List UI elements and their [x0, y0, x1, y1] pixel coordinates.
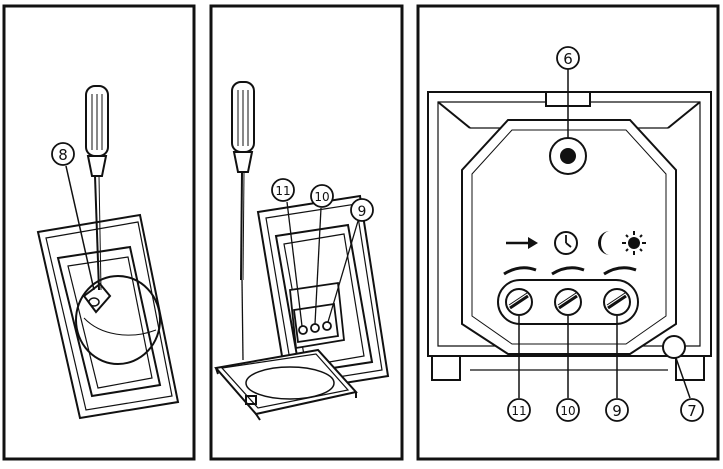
open-cover: [214, 348, 358, 421]
adjustment-screw-icon: [554, 288, 582, 316]
callout-8-marker: [51, 142, 75, 166]
callout-10-marker: [556, 398, 580, 422]
callout-9-label: 9: [358, 204, 367, 220]
arrow-right-icon: [506, 237, 538, 249]
callout-9-label: 9: [612, 402, 622, 420]
clock-icon: [554, 231, 578, 255]
lens-detail: [83, 317, 157, 336]
callout-10-label: 10: [560, 404, 575, 418]
adjustment-screw-icon: [505, 288, 533, 316]
sun-icon: [622, 231, 646, 255]
panel-middle-frame: [209, 4, 404, 461]
inner-plate-rim: [471, 129, 667, 345]
callout-9-leader: [327, 220, 359, 323]
adjustment-direction-arcs: [503, 266, 637, 276]
callout-8-label: 8: [58, 146, 68, 164]
adjustment-screw-icon: [603, 288, 631, 316]
moon-icon: [598, 231, 610, 255]
panel-right: 6: [427, 46, 712, 422]
panel-right-frame: [416, 4, 720, 461]
reset-button: [662, 335, 686, 359]
panel-left: 8: [36, 85, 180, 420]
callout-10-marker: [310, 184, 334, 208]
callout-11-leader: [286, 201, 303, 327]
sensor-lens: [75, 275, 161, 365]
panel-left-frame: [2, 4, 196, 461]
screwdriver-icon: [231, 81, 255, 361]
screwdriver-icon: [85, 85, 109, 291]
panel-middle: 11 10 9: [214, 81, 390, 421]
callout-9-marker: [605, 398, 629, 422]
control-module: [289, 281, 345, 350]
callout-11-label: 11: [275, 184, 290, 198]
light-sensor: [560, 148, 576, 164]
device-housing: [427, 91, 712, 381]
callout-11-marker: [507, 398, 531, 422]
wall-plate: [36, 213, 180, 420]
callout-10-label: 10: [314, 190, 329, 204]
callout-7-marker: [680, 398, 704, 422]
callout-11-marker: [271, 178, 295, 202]
callout-10-leader: [314, 207, 322, 325]
callout-6-label: 6: [563, 50, 573, 68]
callout-9-marker: [350, 198, 374, 222]
callout-8-leader: [65, 165, 95, 291]
callout-7-label: 7: [687, 402, 697, 420]
callout-11-label: 11: [511, 404, 526, 418]
callout-7-leader: [675, 357, 691, 399]
